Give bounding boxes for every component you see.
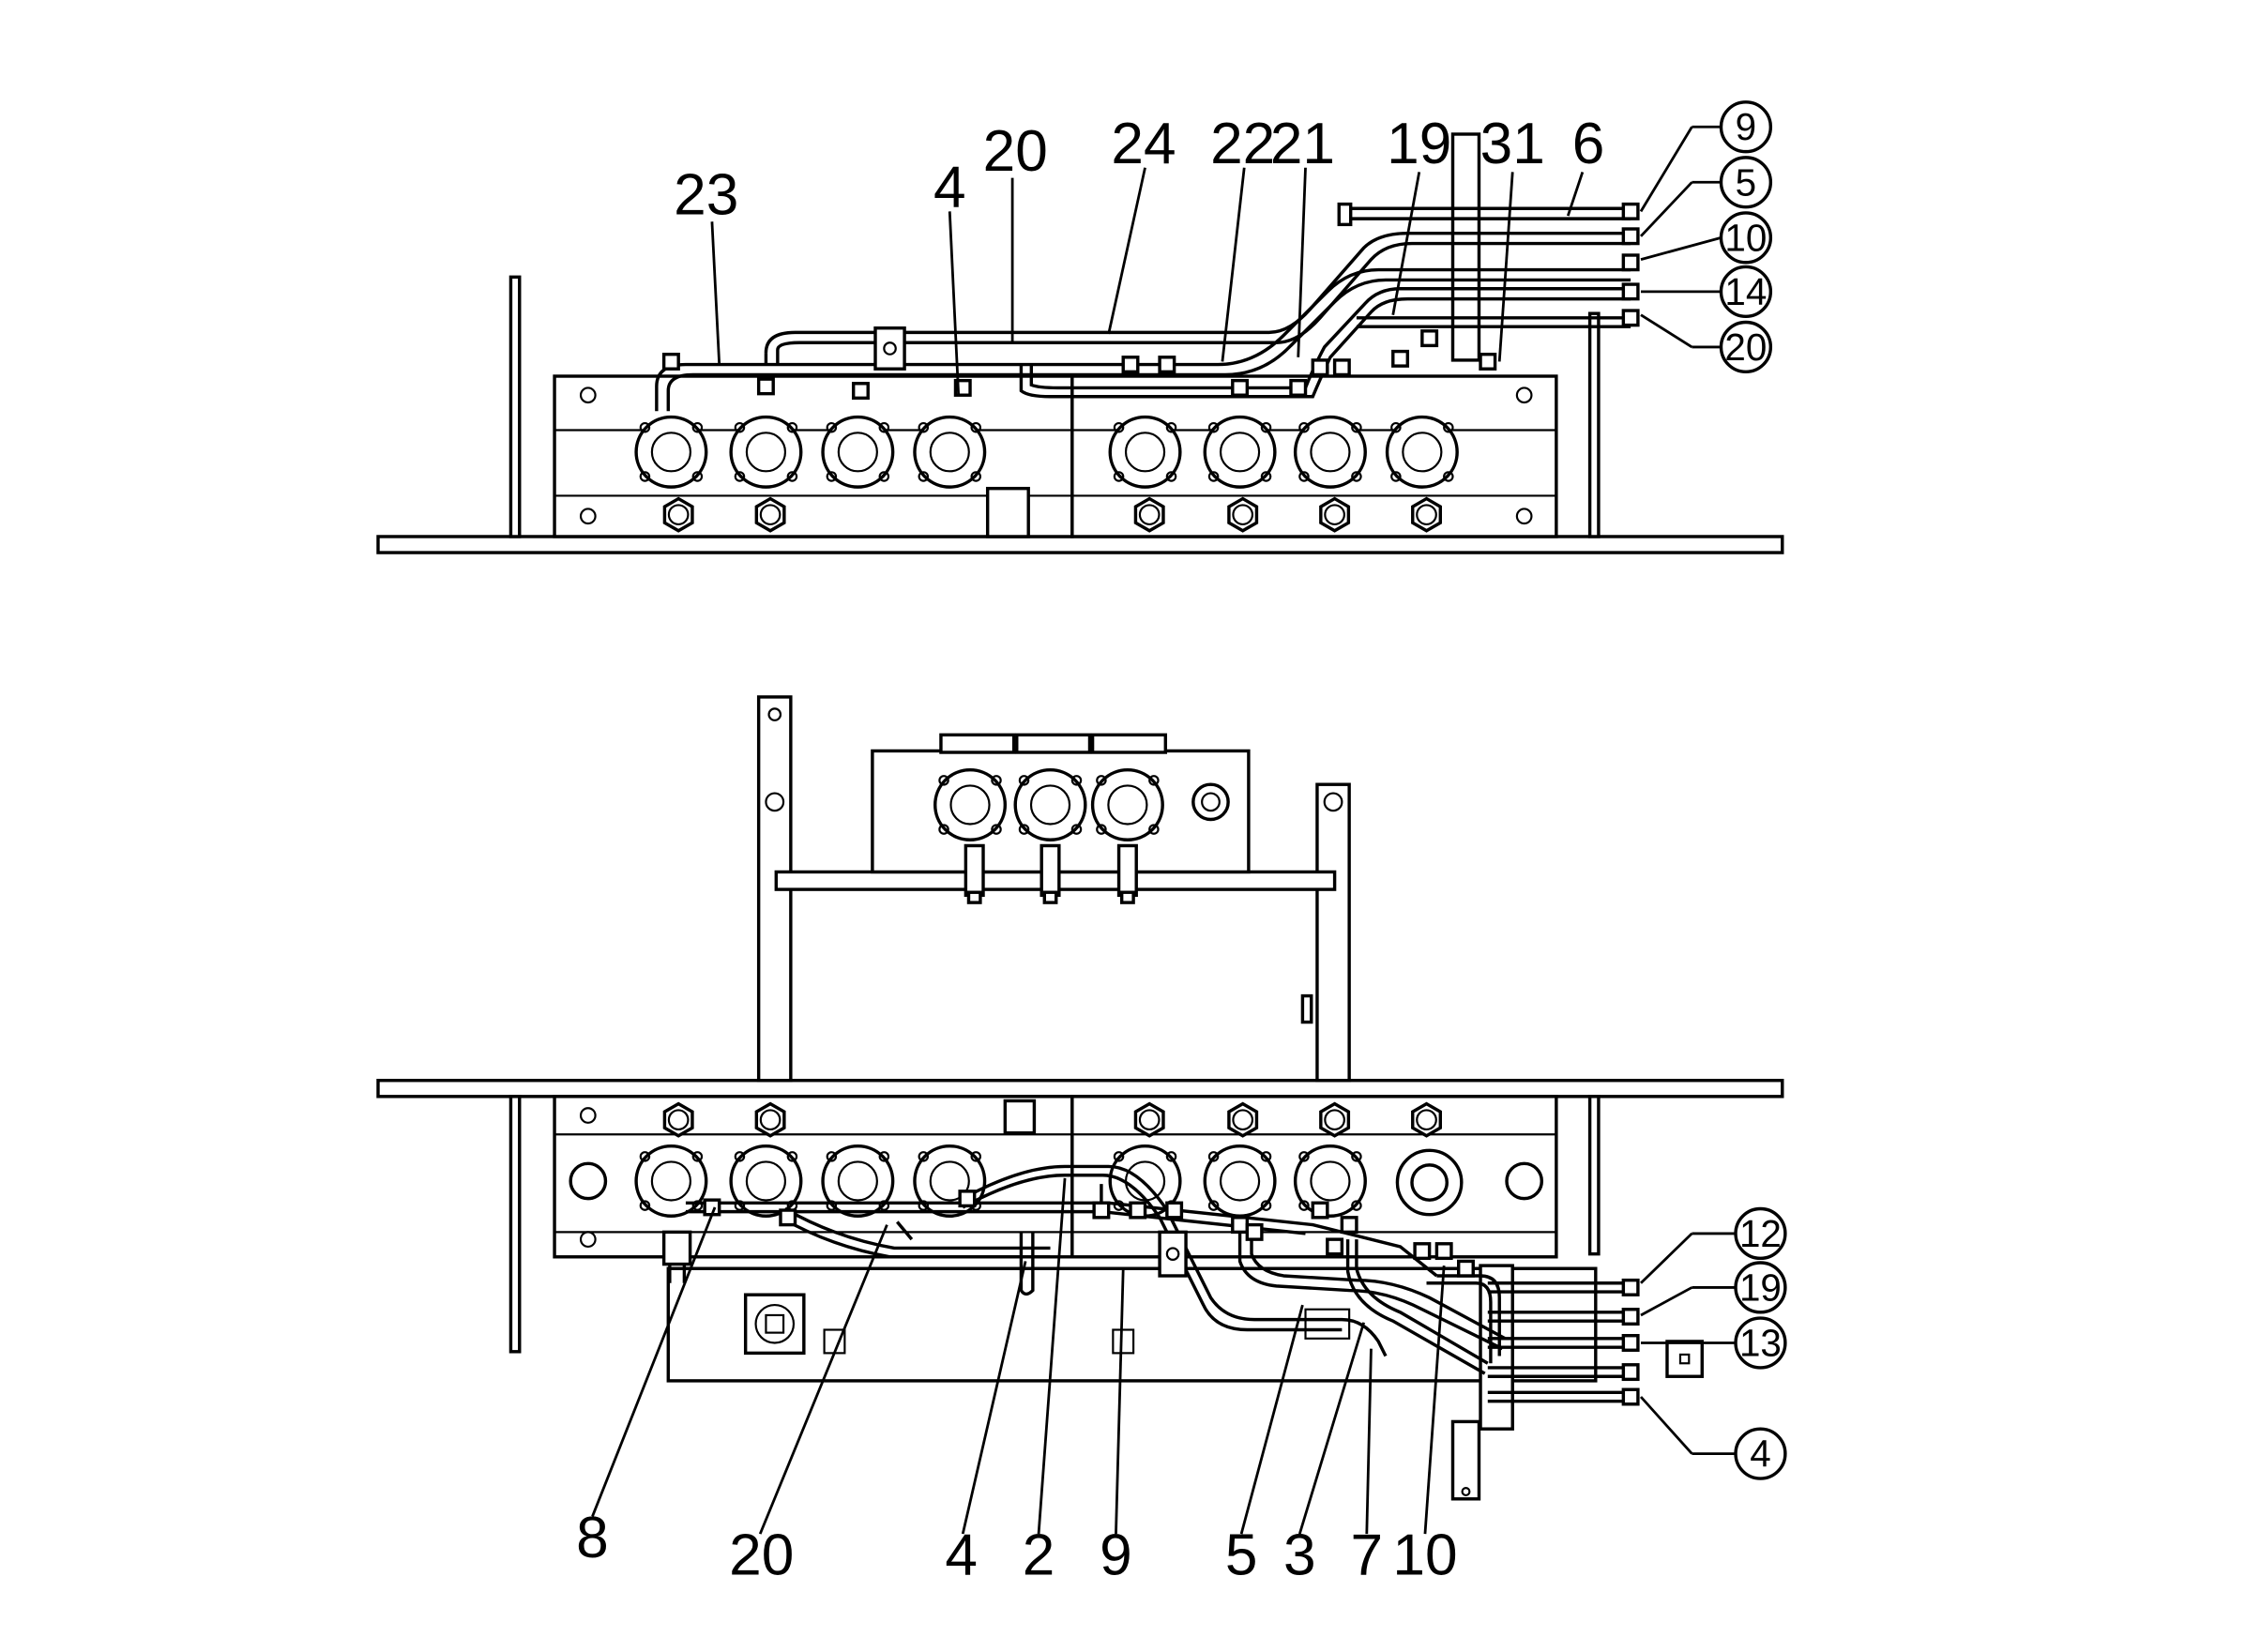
left-upright bbox=[508, 1095, 522, 1354]
callout-8: 8 bbox=[576, 1506, 609, 1570]
pipe-fittings bbox=[703, 1190, 1640, 1406]
callout-3: 3 bbox=[1283, 1523, 1316, 1588]
balloon-20-label: 20 bbox=[1724, 326, 1767, 369]
callout-22: 22 bbox=[1210, 112, 1275, 176]
solenoid-row bbox=[634, 415, 1459, 489]
balloon-12 bbox=[1734, 1206, 1787, 1261]
callout-4: 4 bbox=[933, 156, 966, 220]
balloon-10-label: 10 bbox=[1724, 216, 1767, 259]
balloon-4-bottom-label: 4 bbox=[1750, 1432, 1770, 1476]
callout-21: 21 bbox=[1270, 112, 1335, 176]
balloon-14-label: 14 bbox=[1724, 270, 1767, 313]
base-plate bbox=[376, 1079, 1784, 1099]
pipe-bundle bbox=[655, 202, 1631, 412]
balloon-12-label: 12 bbox=[1739, 1212, 1782, 1255]
base-plate bbox=[376, 535, 1784, 554]
callout-23: 23 bbox=[674, 162, 738, 227]
callout-2: 2 bbox=[1023, 1523, 1055, 1588]
right-upright bbox=[1587, 311, 1601, 538]
callout-6: 6 bbox=[1572, 112, 1605, 176]
manifold-bracket bbox=[1450, 132, 1481, 362]
solenoid-row bbox=[634, 1144, 1367, 1218]
nut-row bbox=[662, 496, 1442, 533]
pipe-clamp bbox=[1158, 1230, 1188, 1278]
callout-24: 24 bbox=[1111, 112, 1176, 176]
callout-10-bottom: 10 bbox=[1392, 1523, 1457, 1588]
pipe-fittings bbox=[661, 202, 1640, 401]
balloon-5 bbox=[1719, 156, 1773, 209]
nut-row bbox=[662, 1101, 1442, 1138]
balloon-13 bbox=[1734, 1316, 1787, 1370]
balloon-10 bbox=[1719, 211, 1773, 265]
balloon-4-bottom bbox=[1734, 1427, 1787, 1480]
callout-4-bottom: 4 bbox=[945, 1523, 978, 1588]
frame-right-post bbox=[1315, 782, 1351, 1083]
balloon-19 bbox=[1734, 1261, 1787, 1314]
right-upright bbox=[1587, 1095, 1601, 1256]
balloon-9-label: 9 bbox=[1736, 105, 1756, 148]
balloon-14 bbox=[1719, 265, 1773, 318]
callout-31: 31 bbox=[1480, 112, 1545, 176]
leader-lines bbox=[591, 125, 1737, 1535]
bottom-view bbox=[376, 695, 1784, 1501]
upper-solenoid-row bbox=[933, 767, 1164, 904]
pipe-clamp bbox=[873, 326, 906, 371]
callout-20-bottom: 20 bbox=[729, 1523, 794, 1588]
balloon-9 bbox=[1719, 100, 1773, 154]
left-upright bbox=[508, 275, 522, 538]
balloon-19-label: 19 bbox=[1739, 1266, 1782, 1309]
callout-9: 9 bbox=[1100, 1523, 1132, 1588]
balloon-20 bbox=[1719, 320, 1773, 374]
balloon-13-label: 13 bbox=[1739, 1321, 1782, 1364]
callout-7: 7 bbox=[1351, 1523, 1384, 1588]
top-view bbox=[376, 132, 1784, 554]
callout-5: 5 bbox=[1225, 1523, 1258, 1588]
balloon-5-label: 5 bbox=[1736, 160, 1756, 204]
callout-20: 20 bbox=[983, 119, 1048, 184]
callout-19: 19 bbox=[1387, 112, 1451, 176]
